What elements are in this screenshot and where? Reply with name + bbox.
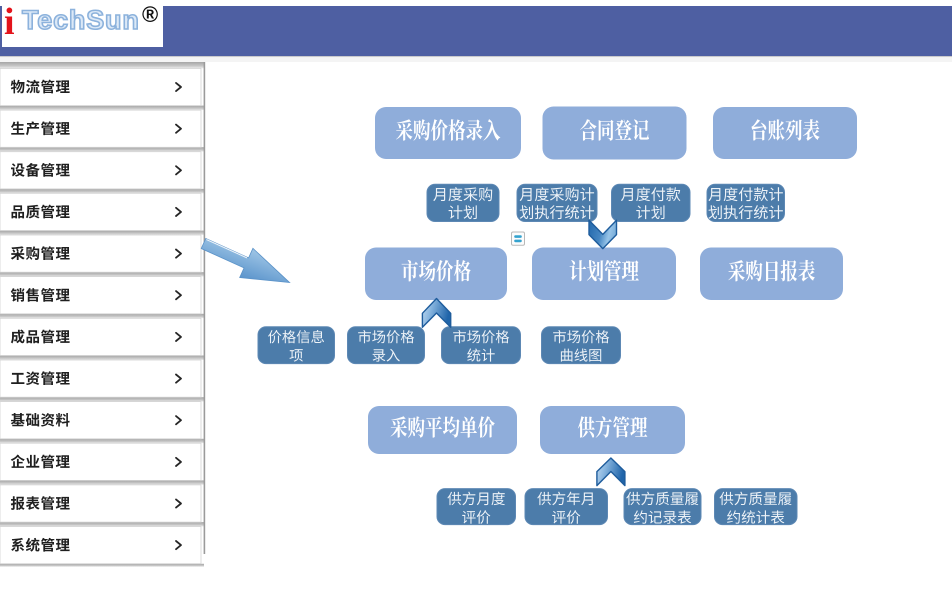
svg-text:®: ® <box>142 2 158 27</box>
svg-text:TechSun: TechSun <box>22 5 140 35</box>
svg-text:i: i <box>4 1 15 43</box>
